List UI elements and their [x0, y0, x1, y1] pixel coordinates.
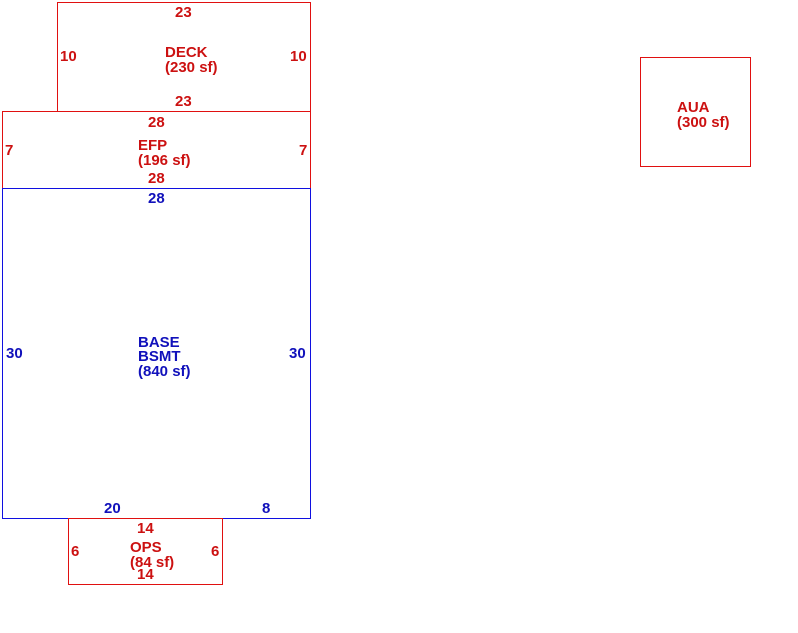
- efp-right-dimension: 7: [299, 142, 308, 159]
- aua-outline: [640, 57, 751, 167]
- deck-left-dimension: 10: [60, 48, 77, 65]
- deck-top-dimension: 23: [175, 4, 192, 21]
- ops-right-dimension: 6: [211, 543, 220, 560]
- deck-right-dimension: 10: [290, 48, 307, 65]
- ops-top-dimension: 14: [137, 520, 154, 537]
- ops-left-dimension: 6: [71, 543, 80, 560]
- base-right-dimension: 30: [289, 345, 306, 362]
- deck-area: (230 sf): [165, 59, 218, 76]
- base-name: BASE: [138, 334, 180, 351]
- base-name-2: BSMT: [138, 348, 181, 365]
- efp-name: EFP: [138, 137, 168, 154]
- base-bottom-left-dimension: 20: [104, 500, 121, 517]
- base-area: (840 sf): [138, 363, 191, 380]
- efp-left-dimension: 7: [5, 142, 14, 159]
- ops-outline: [68, 518, 223, 585]
- base-left-dimension: 30: [6, 345, 23, 362]
- efp-bottom-dimension: 28: [148, 170, 165, 187]
- efp-area: (196 sf): [138, 152, 191, 169]
- ops-area: (84 sf): [130, 554, 175, 571]
- deck-name: DECK: [165, 44, 208, 61]
- aua-area: (300 sf): [677, 114, 730, 131]
- efp-top-dimension: 28: [148, 114, 165, 131]
- ops-bottom-dimension: 14: [137, 566, 154, 583]
- base-top-dimension: 28: [148, 190, 165, 207]
- deck-bottom-dimension: 23: [175, 93, 192, 110]
- base-bottom-right-dimension: 8: [262, 500, 271, 517]
- aua-name: AUA: [677, 99, 710, 116]
- ops-name: OPS: [130, 539, 162, 556]
